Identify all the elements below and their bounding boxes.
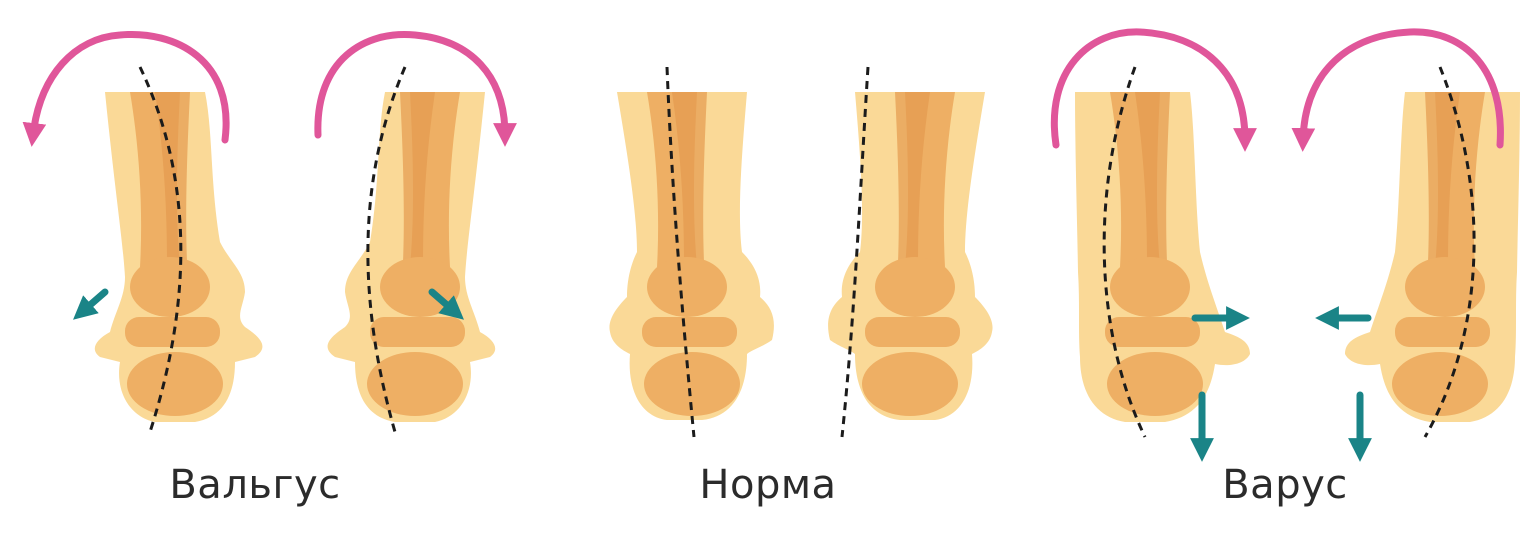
navicular-bone [1105, 317, 1200, 347]
displacement-arrow-icon [82, 292, 105, 312]
navicular-bone [865, 317, 960, 347]
navicular-bone [1395, 317, 1490, 347]
valgus-right-foot [328, 67, 496, 432]
norm-right-foot [828, 67, 992, 437]
norm-left-foot [609, 67, 773, 437]
varus-left-foot [1075, 67, 1250, 437]
caption-norm: Норма [699, 462, 836, 508]
navicular-bone [370, 317, 465, 347]
talus-bone [875, 257, 955, 317]
talus-bone [647, 257, 727, 317]
calcaneus-bone [127, 352, 223, 416]
varus-right-foot [1345, 67, 1520, 437]
caption-valgus: Вальгус [169, 462, 340, 508]
valgus-left-foot [95, 67, 263, 432]
talus-bone [1110, 257, 1190, 317]
talus-bone [130, 257, 210, 317]
calcaneus-bone [862, 352, 958, 416]
calcaneus-bone [1107, 352, 1203, 416]
caption-varus: Варус [1222, 462, 1348, 508]
calcaneus-bone [1392, 352, 1488, 416]
navicular-bone [642, 317, 737, 347]
